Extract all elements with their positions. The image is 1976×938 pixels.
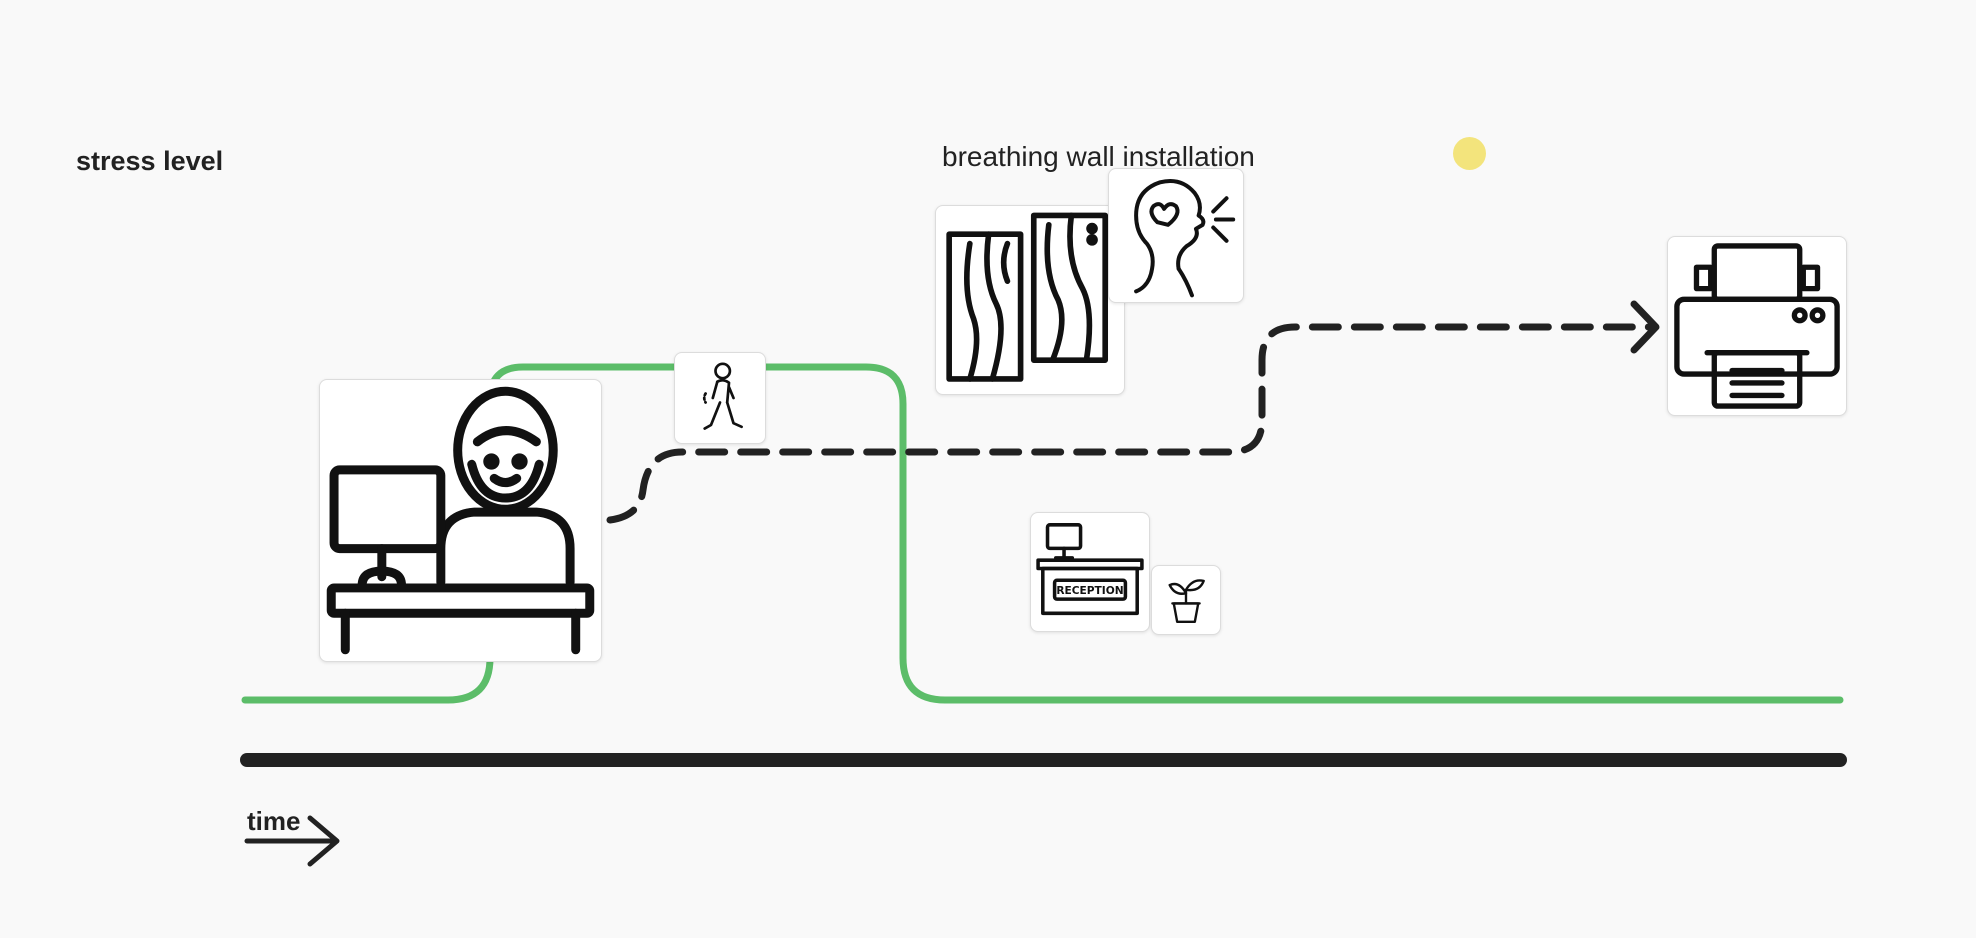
reception-desk-card[interactable]: RECEPTION [1030,512,1150,632]
potted-plant-icon [1168,579,1205,623]
wooden-wall-panels-icon [946,212,1109,382]
cursor-indicator [1453,137,1486,170]
printer-icon [1674,243,1840,409]
time-arrow-icon [244,815,340,867]
journey-dashed-line [606,323,1656,524]
x-axis-label: time [247,806,301,836]
walking-person-icon [702,362,743,430]
stress-level-line [241,363,1844,704]
breathing-head-icon [1134,178,1236,298]
printer-card[interactable] [1667,236,1847,416]
svg-text:RECEPTION: RECEPTION [1056,584,1123,597]
woman-at-desk-card[interactable] [319,379,602,662]
walking-person-card[interactable] [674,352,766,444]
woman-at-desk-icon [326,386,595,655]
breathing-wall-label: breathing wall installation [942,141,1255,172]
potted-plant-card[interactable] [1151,565,1221,635]
wooden-wall-panels-card[interactable] [935,205,1125,395]
reception-desk-icon: RECEPTION [1036,523,1144,616]
journey-arrow-head [1630,300,1660,354]
breathing-head-card[interactable] [1108,168,1244,303]
y-axis-label: stress level [76,146,224,176]
